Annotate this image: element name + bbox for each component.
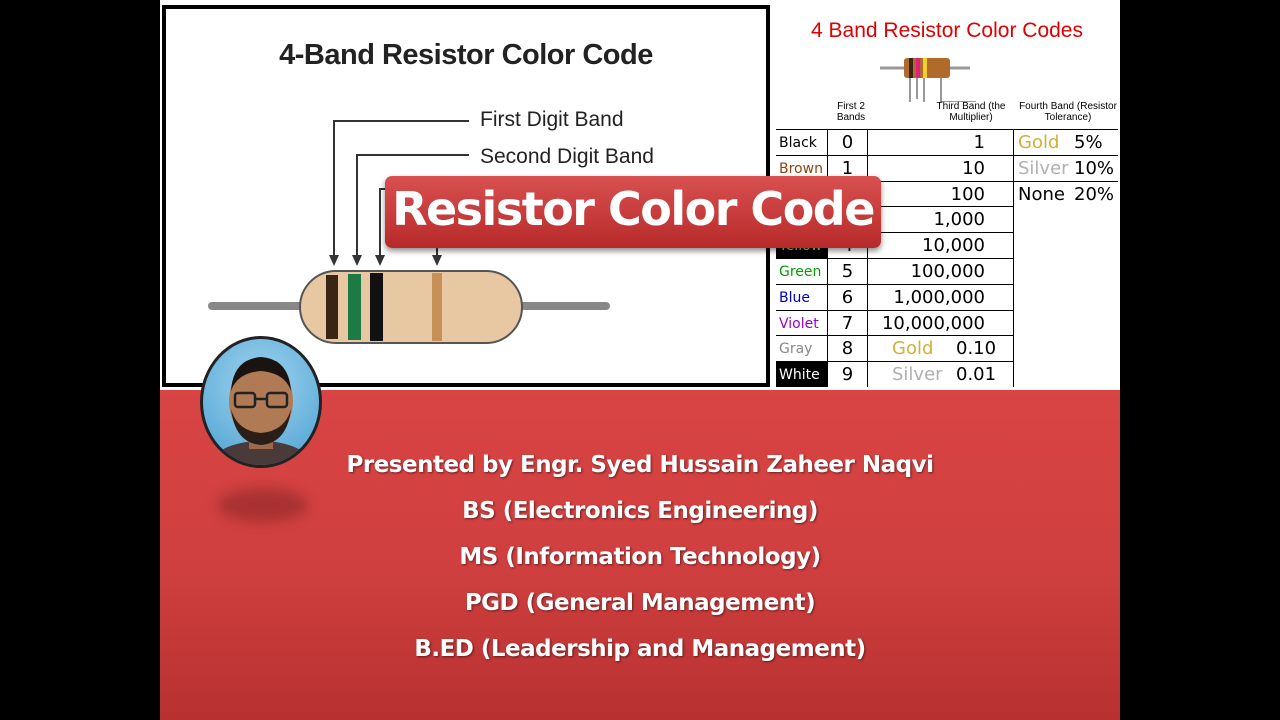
multiplier-value: 10,000,000	[868, 309, 1014, 336]
first-digit-label: First Digit Band	[480, 108, 624, 131]
header-first-two-bands: First 2 Bands	[836, 101, 866, 123]
multiplier-value: 10	[868, 154, 1014, 181]
second-digit-label: Second Digit Band	[480, 145, 654, 168]
color-name-blue: Blue	[776, 283, 828, 310]
resistor-illustration	[208, 120, 610, 344]
header-third-band: Third Band (the Multiplier)	[936, 101, 1006, 123]
tolerance-value: 5%	[1074, 132, 1103, 153]
degree-pgd: PGD (General Management)	[464, 590, 816, 616]
resistor-mini-icon	[880, 58, 976, 102]
multiplier-value: 1,000	[868, 206, 1014, 233]
digit-value: 1	[828, 154, 868, 181]
digit-value: 0	[828, 129, 868, 155]
tolerance-color: None	[1018, 183, 1065, 205]
color-name-black: Black	[776, 129, 828, 155]
tolerance-value: 20%	[1074, 183, 1115, 205]
multiplier-number: 0.01	[956, 364, 997, 386]
tolerance-row: None 20%	[1014, 180, 1118, 207]
color-name-white: White	[776, 361, 828, 388]
band-black	[370, 273, 383, 341]
band-brown	[326, 275, 338, 339]
color-name-gray: Gray	[776, 335, 828, 362]
digit-value: 7	[828, 309, 868, 336]
header-fourth-band: Fourth Band (Resistor Tolerance)	[1019, 101, 1117, 123]
avatar-shadow	[218, 488, 308, 522]
multiplier-value: Silver 0.01	[868, 361, 1014, 388]
multiplier-prefix: Gold	[892, 338, 934, 360]
band-green	[348, 274, 361, 340]
band-gold	[432, 273, 442, 341]
color-name-green: Green	[776, 258, 828, 284]
diagram-title: 4-Band Resistor Color Code	[279, 39, 653, 71]
presenter-section: Presented by Engr. Syed Hussain Zaheer N…	[160, 390, 1120, 720]
degree-ms: MS (Information Technology)	[459, 544, 821, 570]
multiplier-value: 1,000,000	[868, 283, 1014, 310]
table-title: 4 Band Resistor Color Codes	[811, 19, 1083, 42]
tolerance-value: 10%	[1074, 157, 1115, 179]
multiplier-value: Gold 0.10	[868, 335, 1014, 362]
degree-bed: B.ED (Leadership and Management)	[414, 636, 866, 662]
multiplier-value: 100	[868, 180, 1014, 207]
tolerance-color: Gold	[1018, 132, 1060, 153]
digit-value: 8	[828, 335, 868, 362]
multiplier-value: 1	[868, 129, 1014, 155]
multiplier-value: 10,000	[868, 232, 1014, 259]
tolerance-color: Silver	[1018, 157, 1069, 179]
slide: 4-Band Resistor Color Code First Digit B…	[160, 0, 1120, 720]
title-banner: Resistor Color Code	[385, 176, 881, 248]
digit-value: 5	[828, 258, 868, 284]
multiplier-value: 100,000	[868, 258, 1014, 284]
digit-value: 9	[828, 361, 868, 388]
degree-bs: BS (Electronics Engineering)	[462, 498, 818, 524]
tolerance-row: Gold 5%	[1014, 129, 1118, 155]
multiplier-prefix: Silver	[892, 364, 943, 386]
multiplier-number: 0.10	[956, 338, 997, 360]
digit-value: 6	[828, 283, 868, 310]
presenter-avatar	[200, 336, 322, 468]
presenter-name: Presented by Engr. Syed Hussain Zaheer N…	[346, 452, 935, 478]
color-name-violet: Violet	[776, 309, 828, 336]
